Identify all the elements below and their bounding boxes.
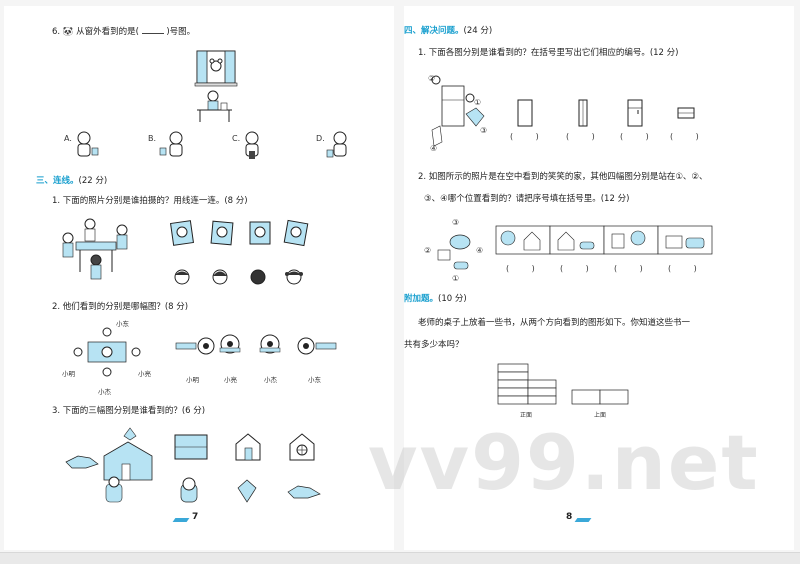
q1-answer-paren-3[interactable]: ( ) [620,132,659,141]
kid-head-4-icon [285,269,303,285]
q2-answer-paren-1[interactable]: ( ) [506,264,545,273]
front-view-label: 正面 [520,412,533,419]
view-house-front-icon [235,433,261,461]
q6-text-b: )号图。 [166,27,196,37]
page-8-slash-decoration [574,518,592,522]
q1-label-1: ① [474,98,482,107]
q2-label-2: ② [424,246,432,255]
fridge-animals-illustration [431,75,485,147]
bonus-text-line1: 老师的桌子上放着一些书，从两个方向看到的图形如下。你知道这些书一 [418,318,691,328]
section4-score: (24 分) [463,26,493,36]
section4-heading: 四、解决问题。(24 分) [404,26,492,37]
top-view-label: 上面 [594,412,607,419]
bird-icon [237,479,257,503]
kid-head-3-icon [250,269,266,285]
bonus-text-line2: 共有多少本吗？ [404,340,464,350]
window-scene-illustration [194,50,238,122]
section3-title: 三、连线。 [36,176,79,186]
cat-icon [180,477,198,503]
wolf-icon [287,485,321,499]
view-fridge-front [627,99,643,127]
q6-text-a: 从窗外看到的是( [76,27,139,37]
ball-view-1 [175,337,215,355]
q6-option-c-label: C. [232,134,241,143]
books-top-view [571,389,629,405]
photo-2-frame [210,220,234,246]
ball-view-4 [297,337,337,355]
scene-name-bottom: 小杰 [98,388,111,396]
answer-name-1: 小明 [186,376,199,384]
q6-question: 6. 🐼 从窗外看到的是( )号图。 [52,26,195,38]
section3-score: (22 分) [78,176,108,186]
q6-number: 6. [52,27,61,37]
bonus-heading: 附加题。(10 分) [404,294,467,305]
page-number-8: 8 [566,512,573,522]
section3-q3-text: 3. 下面的三幅图分别是谁看到的？(6 分) [52,406,206,416]
answer-name-4: 小东 [308,376,321,384]
section3-q1-text: 1. 下面的照片分别是谁拍摄的？用线连一连。(8 分) [52,196,248,206]
ball-view-2 [219,334,241,354]
answer-name-3: 小杰 [264,376,277,384]
kid-head-1-icon [174,269,190,285]
ball-view-3 [259,334,281,354]
q6-option-d-label: D. [316,134,325,143]
horizontal-scrollbar[interactable] [0,552,800,564]
bonus-title: 附加题。 [404,294,439,304]
photo-3-frame [249,221,271,245]
q6-option-d-bear-icon [326,131,347,158]
section3-q2-text: 2. 他们看到的分别是哪幅图？(8 分) [52,302,189,312]
page-7-slash-decoration [172,518,190,522]
q6-option-b-bear-icon [159,131,183,157]
q1-answer-paren-1[interactable]: ( ) [510,132,549,141]
bonus-score: (10 分) [438,294,467,304]
q6-option-c-bear-icon [245,131,259,159]
q6-option-b-label: B. [148,134,157,143]
view-narrow-rect [578,99,588,127]
q6-blank [141,26,164,34]
q1-label-4: ④ [430,144,438,153]
q2-answer-paren-4[interactable]: ( ) [668,264,707,273]
q1-label-3: ③ [480,126,488,135]
kids-around-ball-table-illustration [73,327,141,377]
aerial-house-photo [437,234,471,270]
section4-q1-text: 1. 下面各图分别是谁看到的？在括号里写出它们相应的编号。(12 分) [418,48,679,58]
q1-answer-paren-4[interactable]: ( ) [670,132,709,141]
answer-name-2: 小亮 [224,376,237,384]
photo-4-frame [283,219,309,247]
q6-option-a-bear-icon [77,131,99,157]
q2-label-1: ① [452,274,460,283]
q6-option-a-label: A. [64,134,72,143]
section4-q2-line2: ③、④哪个位置看到的？请把序号填在括号里。(12 分) [424,194,630,204]
watermark-text: vv99.net [368,418,760,507]
view-flat-rect [677,107,695,119]
books-front-view [497,363,557,405]
left-page: 6. 🐼 从窗外看到的是( )号图。 A. B. C. D. 三、连线。 [4,6,394,550]
photo-1-frame [170,220,194,246]
kid-head-2-icon [212,269,228,285]
scene-name-top: 小东 [116,320,129,328]
section3-heading: 三、连线。(22 分) [36,176,107,187]
view-tall-rect [517,99,533,127]
q2-label-3: ③ [452,218,460,227]
view-rectangle-icon [174,434,208,460]
bear-icon: 🐼 [62,27,74,37]
scene-name-left: 小明 [62,370,75,378]
right-page: 四、解决问题。(24 分) 1. 下面各图分别是谁看到的？在括号里写出它们相应的… [404,6,794,550]
q1-label-2: ② [428,74,436,83]
section4-title: 四、解决问题。 [404,26,464,36]
q2-answer-paren-3[interactable]: ( ) [614,264,653,273]
house-view-strip [495,225,713,255]
house-animals-illustration [65,427,153,503]
view-house-window-icon [289,433,315,461]
kids-photographing-illustration [62,218,128,280]
page-number-7: 7 [192,512,199,522]
scene-name-right: 小亮 [138,370,151,378]
section4-q2-line1: 2. 如图所示的照片是在空中看到的笑笑的家，其他四幅图分别是站在①、②、 [418,172,708,182]
q1-answer-paren-2[interactable]: ( ) [566,132,605,141]
q2-answer-paren-2[interactable]: ( ) [560,264,599,273]
q2-label-4: ④ [476,246,484,255]
